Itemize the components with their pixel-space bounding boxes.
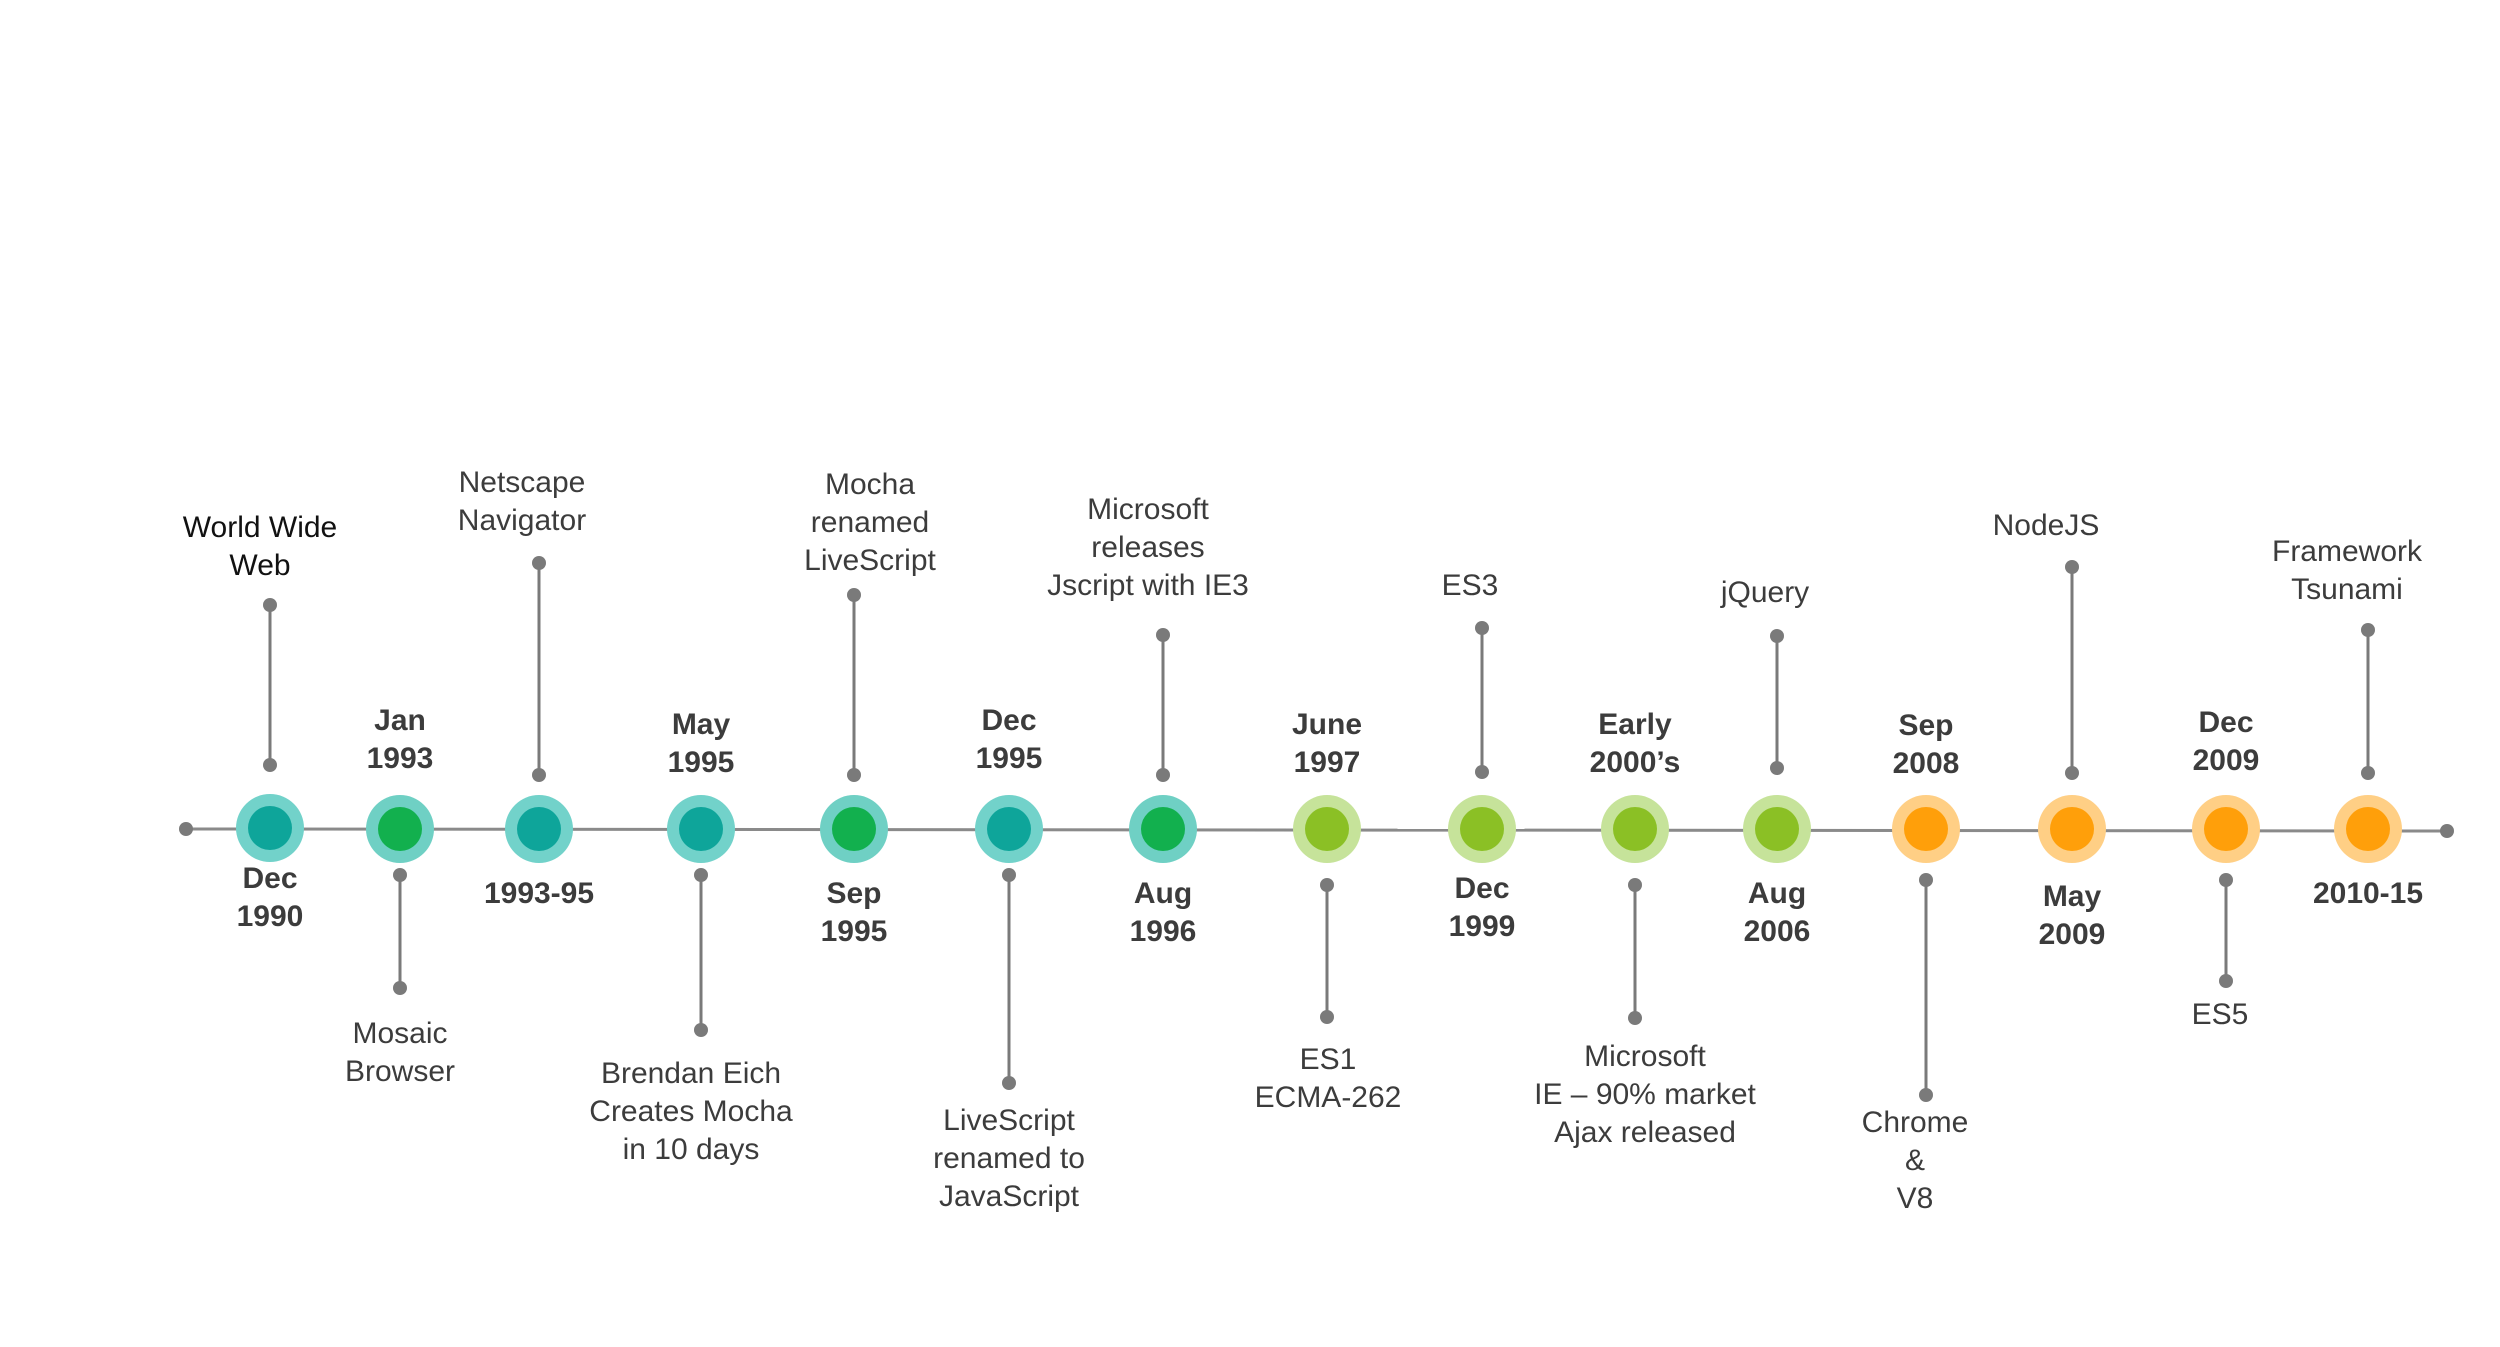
milestone-node-m13 bbox=[2050, 807, 2094, 851]
milestone-node-m7 bbox=[1141, 807, 1185, 851]
connector-dot-m1-near bbox=[263, 758, 277, 772]
milestone-node-m6 bbox=[987, 807, 1031, 851]
milestone-node-m14 bbox=[2204, 807, 2248, 851]
connector-dot-m10-near bbox=[1628, 878, 1642, 892]
connector-dot-m13-near bbox=[2065, 766, 2079, 780]
milestone-node-m1 bbox=[248, 806, 292, 850]
milestone-node-m3 bbox=[517, 807, 561, 851]
axis-end-dot bbox=[2440, 824, 2454, 838]
connector-dot-m7-far bbox=[1156, 628, 1170, 642]
milestone-date-m15: 2010-15 bbox=[2312, 877, 2424, 910]
connector-dot-m8-near bbox=[1320, 878, 1334, 892]
connector-dot-m4-near bbox=[694, 868, 708, 882]
milestone-event-m9: ES3 bbox=[1441, 569, 1499, 602]
milestone-node-m4 bbox=[679, 807, 723, 851]
connector-dot-m14-far bbox=[2219, 974, 2233, 988]
milestone-event-m14: ES5 bbox=[2191, 998, 2249, 1031]
milestone-node-m5 bbox=[832, 807, 876, 851]
milestone-node-m12 bbox=[1904, 807, 1948, 851]
connector-dot-m3-far bbox=[532, 556, 546, 570]
milestone-event-m11: jQuery bbox=[1720, 576, 1810, 609]
milestone-event-m13: NodeJS bbox=[1992, 509, 2100, 542]
connector-dot-m10-far bbox=[1628, 1011, 1642, 1025]
connector-dot-m7-near bbox=[1156, 768, 1170, 782]
connector-dot-m11-far bbox=[1770, 629, 1784, 643]
connector-dot-m13-far bbox=[2065, 560, 2079, 574]
connector-dot-m12-near bbox=[1919, 873, 1933, 887]
connector-dot-m5-near bbox=[847, 768, 861, 782]
connector-dot-m6-far bbox=[1002, 1076, 1016, 1090]
axis-start-dot bbox=[179, 822, 193, 836]
milestone-node-m11 bbox=[1755, 807, 1799, 851]
connector-dot-m2-far bbox=[393, 981, 407, 995]
connector-dot-m2-near bbox=[393, 868, 407, 882]
connector-dot-m12-far bbox=[1919, 1088, 1933, 1102]
milestone-event-m12: Chrome&V8 bbox=[1861, 1106, 1969, 1215]
milestone-node-m9 bbox=[1460, 807, 1504, 851]
connector-dot-m9-near bbox=[1475, 765, 1489, 779]
connector-dot-m5-far bbox=[847, 588, 861, 602]
connector-dot-m3-near bbox=[532, 768, 546, 782]
milestone-date-m3: 1993-95 bbox=[483, 877, 595, 910]
connector-dot-m15-near bbox=[2361, 766, 2375, 780]
connector-dot-m4-far bbox=[694, 1023, 708, 1037]
connector-dot-m11-near bbox=[1770, 761, 1784, 775]
milestone-node-m15 bbox=[2346, 807, 2390, 851]
connector-dot-m15-far bbox=[2361, 623, 2375, 637]
connector-dot-m8-far bbox=[1320, 1010, 1334, 1024]
connector-dot-m6-near bbox=[1002, 868, 1016, 882]
connector-dot-m9-far bbox=[1475, 621, 1489, 635]
milestone-node-m8 bbox=[1305, 807, 1349, 851]
milestone-node-m2 bbox=[378, 807, 422, 851]
milestone-node-m10 bbox=[1613, 807, 1657, 851]
connector-dot-m14-near bbox=[2219, 873, 2233, 887]
connector-dot-m1-far bbox=[263, 598, 277, 612]
